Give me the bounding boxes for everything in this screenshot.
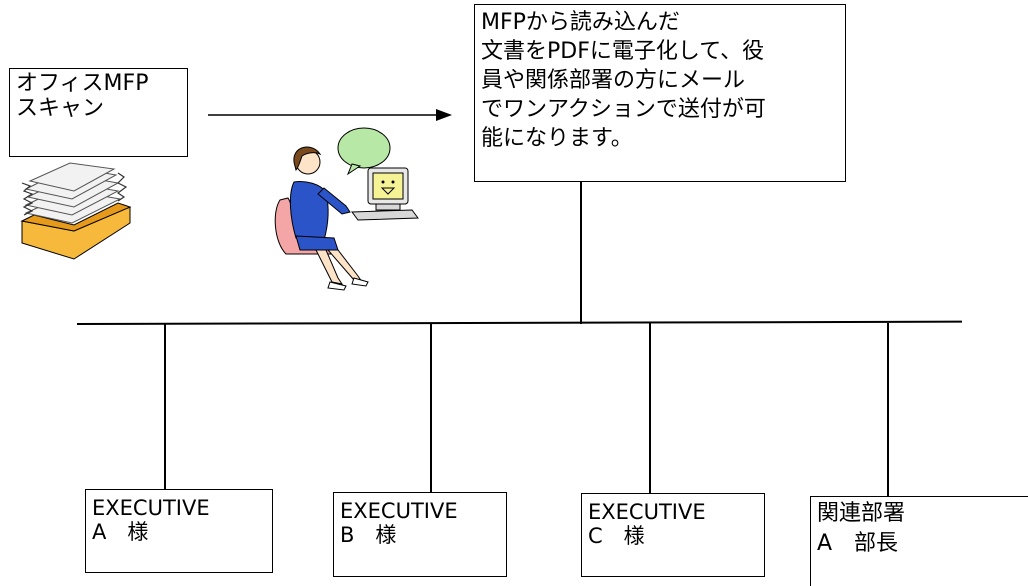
recipient-a-line-2: A 様 <box>92 520 149 544</box>
recipient-box-c: EXECUTIVE C 様 <box>581 493 765 577</box>
recipient-a-line-1: EXECUTIVE <box>92 496 210 520</box>
office-worker-at-computer-icon <box>274 127 419 291</box>
recipient-box-d: 関連部署 A 部長 <box>810 496 1028 586</box>
scan-source-box: オフィスMFP スキャン <box>9 68 188 157</box>
recipient-c-line-2: C 様 <box>588 524 645 548</box>
recipient-box-a: EXECUTIVE A 様 <box>85 489 273 573</box>
info-drop-line <box>580 182 582 324</box>
info-line-1: MFPから読み込んだ <box>481 10 680 35</box>
info-description-box: MFPから読み込んだ 文書をPDFに電子化して、役 員や関係部署の方にメール で… <box>474 4 846 182</box>
scan-box-line-2: スキャン <box>16 96 105 121</box>
drop-line-d <box>887 323 889 497</box>
info-line-2: 文書をPDFに電子化して、役 <box>481 39 765 64</box>
recipient-d-line-2: A 部長 <box>817 531 899 556</box>
info-line-5: 能になります。 <box>481 126 633 151</box>
recipient-d-line-1: 関連部署 <box>817 501 906 526</box>
info-line-4: でワンアクションで送付が可 <box>481 97 766 122</box>
recipient-b-line-1: EXECUTIVE <box>340 499 458 523</box>
drop-line-b <box>430 324 432 493</box>
drop-line-a <box>164 324 166 490</box>
recipient-box-b: EXECUTIVE B 様 <box>333 492 507 577</box>
scan-box-line-1: オフィスMFP <box>16 71 149 96</box>
drop-line-c <box>649 322 651 494</box>
paper-stack-icon <box>20 162 132 260</box>
recipient-c-line-1: EXECUTIVE <box>588 500 706 524</box>
recipient-b-line-2: B 様 <box>340 523 397 547</box>
info-line-3: 員や関係部署の方にメール <box>481 68 746 93</box>
